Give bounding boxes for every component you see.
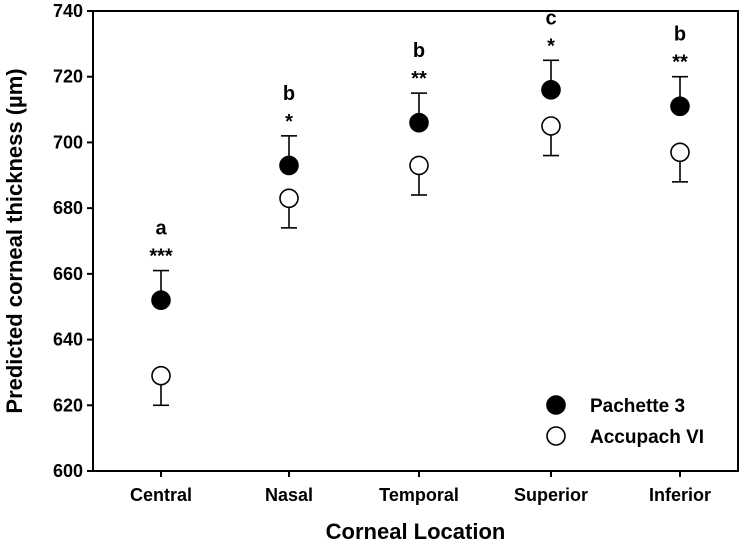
group-letter: b <box>413 40 425 62</box>
significance-stars: * <box>547 35 555 57</box>
point-pachette <box>670 96 690 117</box>
point-accupach <box>151 365 171 386</box>
y-tick-label: 640 <box>53 330 83 350</box>
point-pachette <box>541 80 561 100</box>
y-tick-label: 700 <box>53 132 83 152</box>
group-letter: a <box>155 218 167 240</box>
x-tick-label: Superior <box>514 485 588 505</box>
point-accupach <box>409 155 429 176</box>
legend-marker-accupach <box>546 426 566 446</box>
group-letter: c <box>545 7 556 29</box>
legend-marker-pachette <box>546 395 566 415</box>
y-axis-title: Predicted corneal thickness (µm) <box>2 68 27 413</box>
legend-label-accupach: Accupach VI <box>590 427 704 448</box>
x-tick-label: Temporal <box>379 485 459 505</box>
y-tick-label: 620 <box>53 395 83 415</box>
plot-frame <box>92 10 739 472</box>
significance-stars: *** <box>149 246 173 268</box>
point-pachette <box>279 155 299 176</box>
point-accupach <box>541 116 561 136</box>
point-pachette <box>151 290 171 310</box>
significance-stars: * <box>285 111 293 133</box>
y-tick-label: 720 <box>53 67 83 87</box>
group-letter: b <box>674 24 686 46</box>
x-tick-label: Nasal <box>265 485 313 505</box>
x-tick-label: Central <box>130 485 192 505</box>
legend-label-pachette: Pachette 3 <box>590 396 685 417</box>
y-tick-label: 660 <box>53 264 83 284</box>
group-letter: b <box>283 83 295 105</box>
point-accupach <box>670 142 690 163</box>
x-axis-title: Corneal Location <box>326 519 506 544</box>
significance-stars: ** <box>411 68 427 90</box>
y-tick-label: 680 <box>53 198 83 218</box>
x-tick-label: Inferior <box>649 485 711 505</box>
point-accupach <box>279 188 299 209</box>
y-tick-label: 740 <box>53 1 83 21</box>
y-tick-label: 600 <box>53 461 83 481</box>
significance-stars: ** <box>672 52 688 74</box>
point-pachette <box>409 112 429 133</box>
